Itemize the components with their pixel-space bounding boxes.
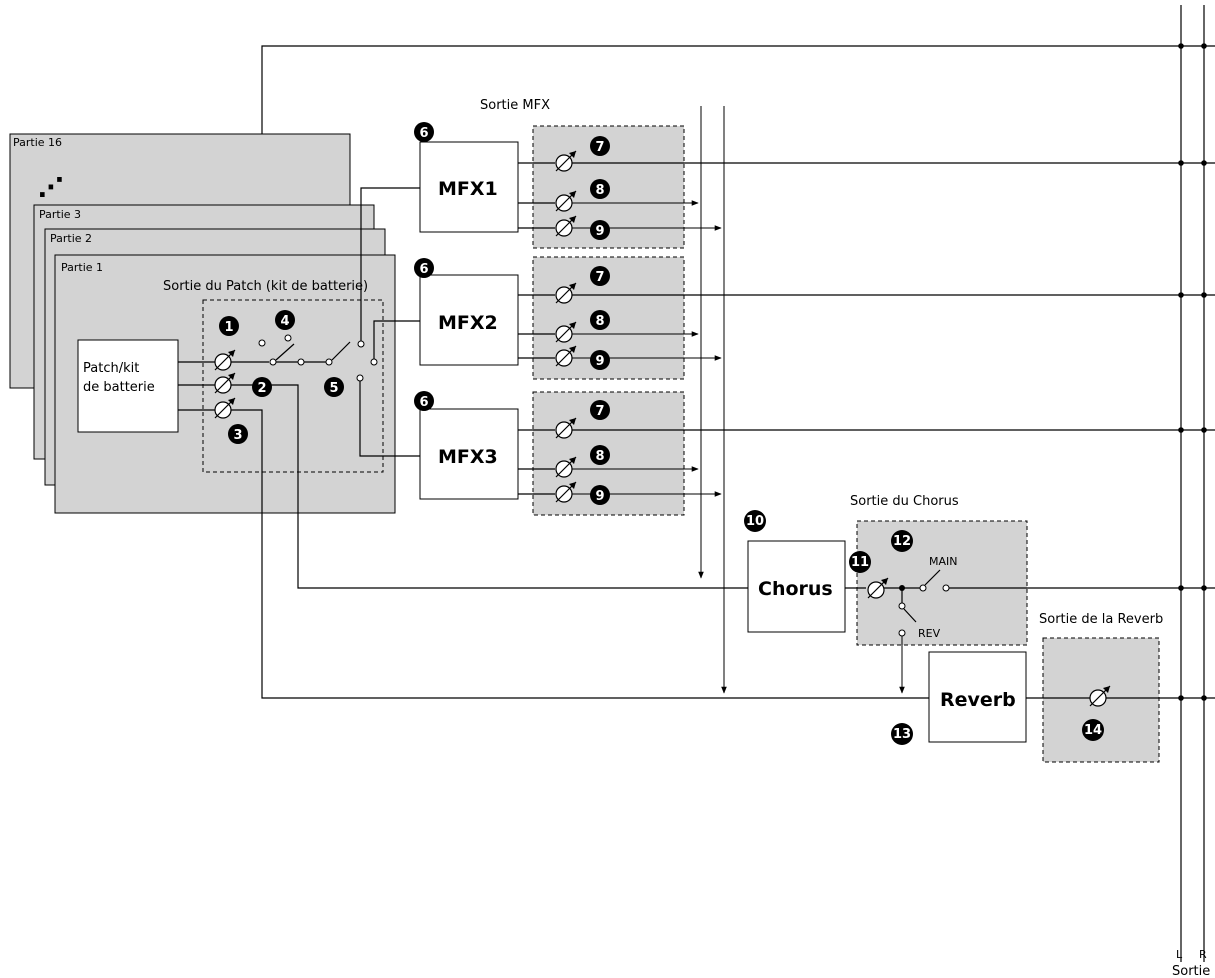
badge-8-mfx2: 8 [590, 310, 610, 330]
badge-1: 1 [219, 316, 239, 336]
part-3-label: Partie 3 [39, 208, 81, 221]
badge-4: 4 [275, 310, 295, 330]
more-parts-dots: ⋰ [38, 173, 64, 203]
chorus-label: Chorus [758, 578, 833, 600]
svg-text:3: 3 [233, 428, 242, 443]
badge-6-mfx1: 6 [414, 122, 434, 142]
svg-text:13: 13 [893, 727, 911, 742]
svg-text:7: 7 [595, 140, 604, 155]
chorus-section: Sortie du Chorus Chorus MAIN REV [747, 494, 1215, 694]
reverb-section: Reverb Sortie de la Reverb [928, 612, 1215, 763]
output-l-label: L [1176, 948, 1183, 961]
patch-block: Patch/kit de batterie [77, 339, 179, 433]
output-label: Sortie [1172, 964, 1210, 978]
badge-9-mfx3: 9 [590, 485, 610, 505]
patch-output-area [202, 299, 384, 473]
output-bus: L R Sortie [1172, 5, 1210, 978]
badge-11: 11 [849, 551, 871, 573]
svg-text:5: 5 [329, 381, 338, 396]
reverb-label: Reverb [940, 689, 1016, 711]
svg-text:7: 7 [595, 404, 604, 419]
badge-9-mfx1: 9 [590, 220, 610, 240]
mfx3-section: MFX3 [419, 391, 1215, 516]
mfx2-block[interactable] [419, 274, 519, 366]
svg-text:9: 9 [595, 489, 604, 504]
mfx-output-label: Sortie MFX [480, 98, 550, 113]
badge-5: 5 [324, 377, 344, 397]
svg-text:14: 14 [1084, 723, 1102, 738]
badge-10: 10 [744, 510, 766, 532]
patch-output-label: Sortie du Patch (kit de batterie) [163, 279, 368, 294]
svg-text:11: 11 [851, 555, 869, 570]
badge-12: 12 [891, 530, 913, 552]
patch-label-1: Patch/kit [83, 361, 139, 376]
badge-3: 3 [228, 424, 248, 444]
mfx1-block[interactable] [419, 141, 519, 233]
mfx2-label: MFX2 [438, 312, 498, 334]
svg-text:2: 2 [257, 381, 266, 396]
svg-text:8: 8 [595, 314, 604, 329]
badge-6-mfx2: 6 [414, 258, 434, 278]
part-16-label: Partie 16 [13, 136, 62, 149]
mfx3-block[interactable] [419, 408, 519, 500]
badge-14: 14 [1082, 719, 1104, 741]
svg-text:6: 6 [419, 262, 428, 277]
svg-text:1: 1 [224, 320, 233, 335]
reverb-output-label: Sortie de la Reverb [1039, 612, 1163, 627]
badge-8-mfx1: 8 [590, 179, 610, 199]
part-1-label: Partie 1 [61, 261, 103, 274]
svg-text:8: 8 [595, 449, 604, 464]
svg-text:9: 9 [595, 224, 604, 239]
svg-text:12: 12 [893, 534, 911, 549]
mfx3-label: MFX3 [438, 446, 498, 468]
output-assign-switches[interactable] [231, 334, 378, 382]
badge-6-mfx3: 6 [414, 391, 434, 411]
svg-text:8: 8 [595, 183, 604, 198]
patch-label-2: de batterie [83, 380, 155, 395]
svg-text:4: 4 [280, 314, 289, 329]
output-r-label: R [1199, 948, 1207, 961]
badge-13: 13 [891, 723, 913, 745]
svg-text:9: 9 [595, 354, 604, 369]
number-badges: 1 2 3 4 5 6 7 8 9 6 7 8 9 6 7 8 9 10 11 … [219, 122, 1104, 745]
badge-2: 2 [252, 377, 272, 397]
chorus-block[interactable] [747, 540, 846, 633]
mfx2-section: MFX2 [419, 256, 1215, 380]
mfx1-section: MFX1 [419, 125, 1215, 249]
reverb-block[interactable] [928, 651, 1027, 743]
badge-7-mfx1: 7 [590, 136, 610, 156]
badge-7-mfx2: 7 [590, 266, 610, 286]
svg-text:10: 10 [746, 514, 764, 529]
badge-8-mfx3: 8 [590, 445, 610, 465]
mfx1-label: MFX1 [438, 178, 498, 200]
rev-label: REV [918, 627, 941, 640]
svg-text:6: 6 [419, 395, 428, 410]
chorus-output-label: Sortie du Chorus [850, 494, 959, 509]
svg-text:7: 7 [595, 270, 604, 285]
svg-text:6: 6 [419, 126, 428, 141]
main-label: MAIN [929, 555, 958, 568]
badge-9-mfx2: 9 [590, 350, 610, 370]
badge-7-mfx3: 7 [590, 400, 610, 420]
chorus-output-switch[interactable] [924, 569, 941, 586]
part-2-label: Partie 2 [50, 232, 92, 245]
